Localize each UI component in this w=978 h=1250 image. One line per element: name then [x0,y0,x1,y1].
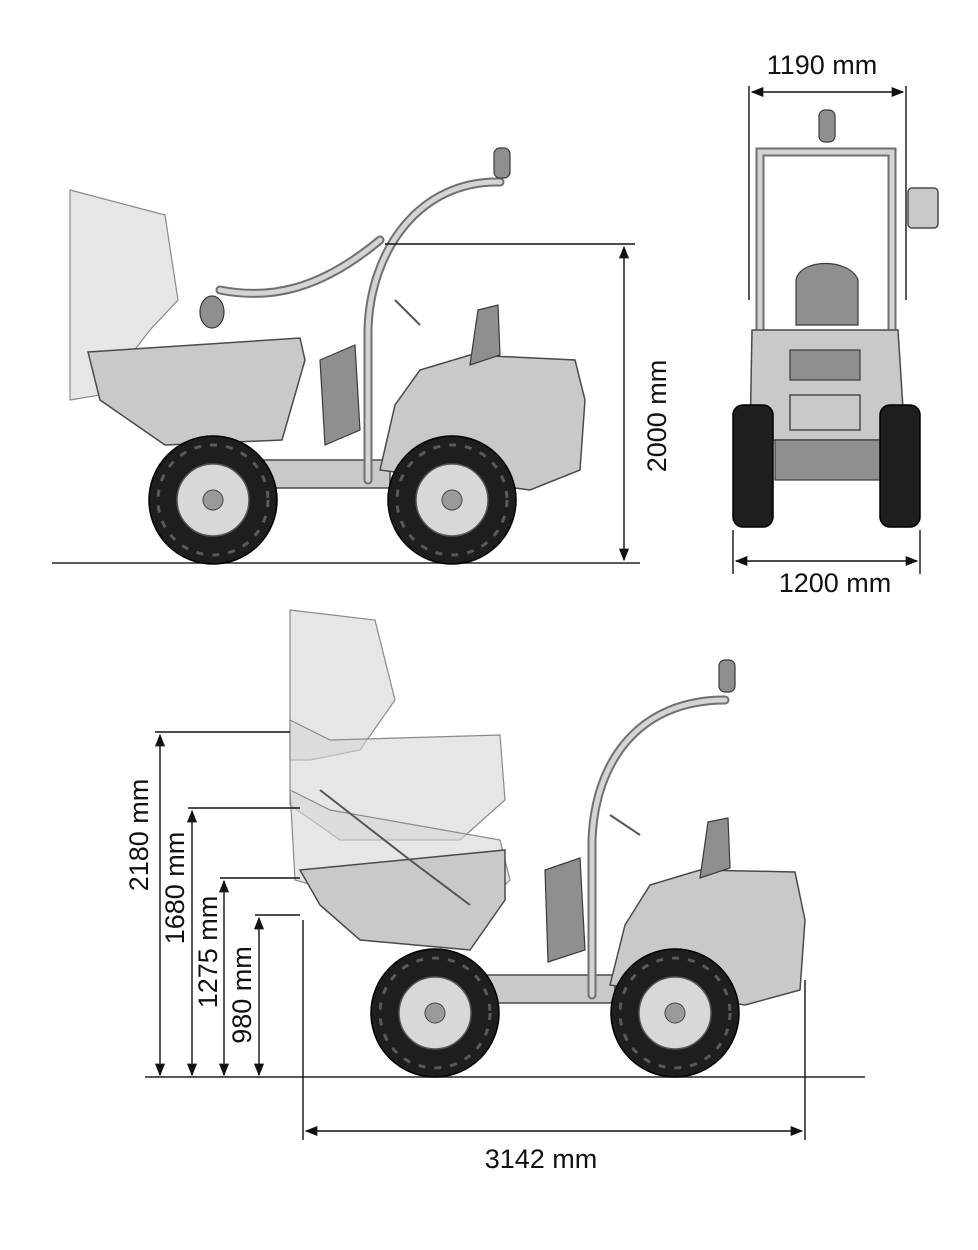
hydraulic-block-bottom [544,857,586,963]
hydraulic-block [319,344,361,446]
front-grille [789,349,861,381]
height-overall-label: 2000 mm [642,360,672,473]
front-wheel [147,434,279,566]
raised-skip-ghost [69,189,179,401]
steering-wheel [394,299,421,326]
operator-seat [469,304,501,366]
dump-height-max-label: 2180 mm [124,779,154,892]
dump-height-4-label: 980 mm [227,946,257,1044]
mirror-icon [907,187,939,229]
beacon-light-icon [493,147,511,179]
beacon-light-hanging [199,295,225,329]
front-view: 1190 mm 1200 mm [732,50,939,598]
operator-seat-bottom [699,817,731,879]
overall-length-label: 3142 mm [485,1144,598,1174]
front-seat [795,262,859,326]
dump-height-2-label: 1680 mm [160,832,190,945]
side-view-raised-skip: 2000 mm [52,147,672,566]
front-left-wheel [732,404,774,528]
track-width-label: 1200 mm [779,568,892,598]
front-axle [774,439,886,481]
dump-height-3-label: 1275 mm [193,896,223,1009]
front-plate [789,394,861,431]
skip-bucket [87,337,306,446]
skip-bucket-lowered [298,849,506,951]
front-wheel-bottom [369,947,501,1079]
skip-lift-linkage [319,789,471,906]
rear-wheel-bottom [609,947,741,1079]
side-view-tipping-positions: 2180 mm 1680 mm 1275 mm 980 mm 3142 mm [124,609,865,1174]
rear-wheel [386,434,518,566]
beacon-light-bottom-icon [718,659,736,693]
front-beacon-light-icon [818,109,836,143]
front-right-wheel [879,404,921,528]
top-width-label: 1190 mm [767,50,878,80]
steering-wheel-bottom [609,814,641,836]
